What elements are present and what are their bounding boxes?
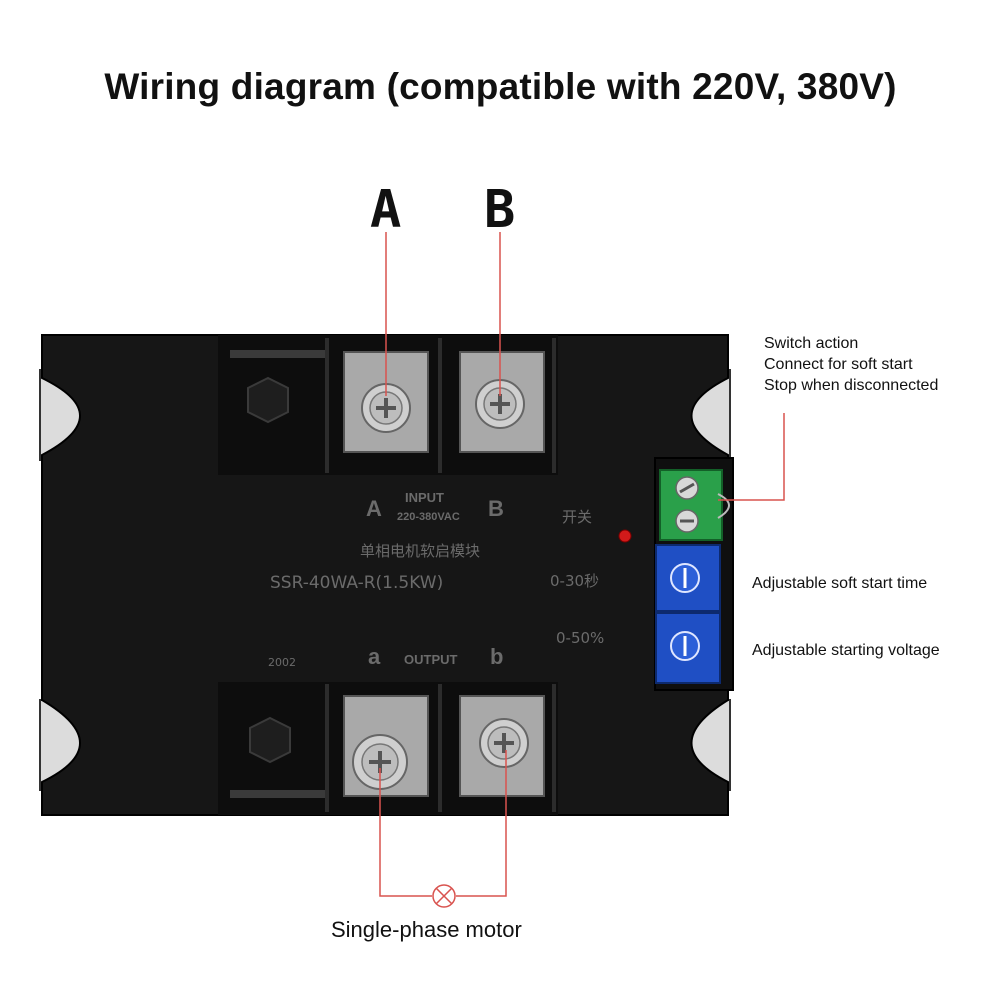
print-name-cn: 单相电机软启模块 (360, 542, 480, 560)
print-batch: 2002 (268, 656, 296, 669)
input-b-label: B (484, 180, 516, 240)
potentiometer-starting-voltage (655, 612, 721, 684)
switch-terminal-green (659, 469, 730, 541)
print-output-word: OUTPUT (404, 652, 458, 667)
input-a-label: A (370, 180, 402, 240)
soft-start-time-note: Adjustable soft start time (752, 575, 928, 592)
print-model: SSR-40WA-R(1.5KW) (270, 573, 443, 593)
starting-voltage-note: Adjustable starting voltage (752, 642, 940, 659)
motor-label: Single-phase motor (331, 917, 522, 942)
motor-symbol-cross (435, 887, 453, 905)
print-time-range: 0-30秒 (550, 572, 599, 590)
print-output-b: b (490, 644, 503, 669)
print-voltage-range: 0-50% (556, 629, 604, 647)
motor-symbol (432, 884, 456, 908)
screw-a-input (361, 383, 411, 433)
print-output-a: a (368, 644, 381, 669)
print-switch-cn: 开关 (562, 508, 592, 526)
indicator-led (618, 529, 632, 543)
potentiometer-soft-start-time (655, 544, 721, 612)
leader-line-switch (718, 413, 785, 501)
motor-wire (379, 750, 507, 897)
print-input-rating: 220-380VAC (397, 511, 460, 523)
page-title: Wiring diagram (compatible with 220V, 38… (104, 66, 897, 107)
switch-note-line-2: Connect for soft start (764, 356, 913, 373)
print-input-b: B (488, 496, 504, 521)
screw-b-input (475, 379, 525, 429)
print-input-a: A (366, 496, 382, 521)
print-input-word: INPUT (405, 490, 444, 505)
screw-b-output (479, 718, 529, 768)
switch-note-line-3: Stop when disconnected (764, 377, 939, 394)
switch-action-note: Switch action Connect for soft start Sto… (764, 333, 938, 396)
switch-note-line-1: Switch action (764, 335, 859, 352)
